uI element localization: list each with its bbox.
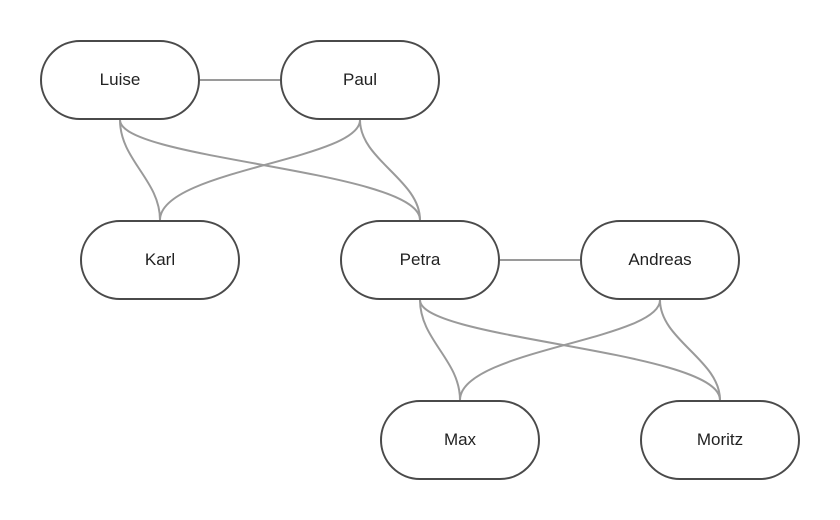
- link-andreas-max: [459, 299, 661, 401]
- node-label-petra: Petra: [399, 250, 441, 269]
- node-label-moritz: Moritz: [696, 430, 744, 449]
- link-petra-max: [419, 299, 461, 401]
- link-andreas-moritz: [659, 299, 721, 401]
- node-max[interactable]: Max: [380, 400, 540, 480]
- node-label-andreas: Andreas: [628, 250, 692, 269]
- link-petra-moritz: [419, 299, 721, 401]
- node-luise[interactable]: Luise: [40, 40, 200, 120]
- node-moritz[interactable]: Moritz: [640, 400, 800, 480]
- node-label-max: Max: [443, 430, 477, 449]
- link-luise-karl: [119, 119, 161, 221]
- node-label-paul: Paul: [342, 70, 378, 89]
- link-luise-petra: [119, 119, 421, 221]
- node-label-luise: Luise: [99, 70, 141, 89]
- node-karl[interactable]: Karl: [80, 220, 240, 300]
- link-paul-karl: [159, 119, 361, 221]
- node-paul[interactable]: Paul: [280, 40, 440, 120]
- node-petra[interactable]: Petra: [340, 220, 500, 300]
- node-andreas[interactable]: Andreas: [580, 220, 740, 300]
- link-paul-petra: [359, 119, 421, 221]
- node-label-karl: Karl: [144, 250, 176, 269]
